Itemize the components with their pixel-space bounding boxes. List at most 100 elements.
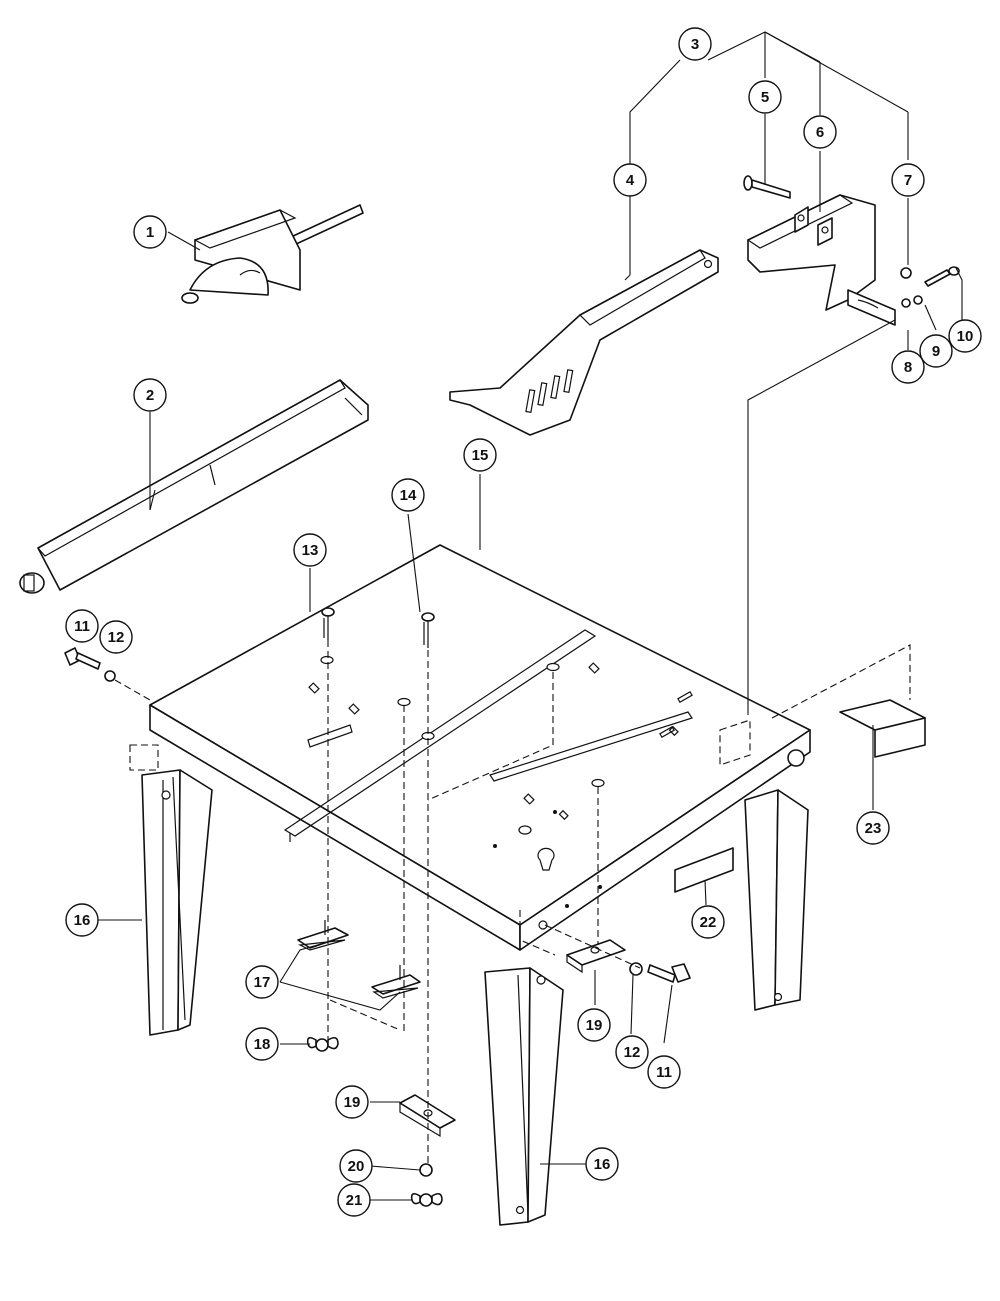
callout-number: 3 xyxy=(691,36,699,53)
callout-11-hex-bolt: 11 xyxy=(647,1055,681,1089)
callout-circle xyxy=(647,1055,681,1089)
guard-nut xyxy=(900,267,912,279)
callout-6-blade-guard: 6 xyxy=(803,115,837,149)
callout-number: 22 xyxy=(700,914,717,931)
wing-nut-21 xyxy=(410,1192,443,1207)
callout-circle xyxy=(391,478,425,512)
leader-lines xyxy=(98,31,963,1201)
callout-circle xyxy=(99,620,133,654)
callout-4-guard-arm: 4 xyxy=(613,163,647,197)
callout-circle xyxy=(133,215,167,249)
callout-number: 1 xyxy=(146,224,154,241)
callout-number: 11 xyxy=(656,1064,672,1081)
callout-circle xyxy=(339,1149,373,1183)
plate-23 xyxy=(839,699,926,758)
washer xyxy=(901,298,911,308)
clamp-upper xyxy=(297,920,349,951)
callout-number: 9 xyxy=(932,343,940,360)
callout-number: 10 xyxy=(957,328,974,345)
callout-circle xyxy=(463,438,497,472)
callout-1-miter-gauge: 1 xyxy=(133,215,167,249)
callout-circle xyxy=(585,1147,619,1181)
callout-number: 19 xyxy=(586,1017,603,1034)
callout-number: 6 xyxy=(816,124,824,141)
leg-right xyxy=(744,789,809,1011)
callout-19-bracket: 19 xyxy=(335,1085,369,1119)
callout-number: 19 xyxy=(344,1094,361,1111)
callout-circle xyxy=(891,163,925,197)
callout-5-guard-bolt: 5 xyxy=(748,80,782,114)
callout-20-washer: 20 xyxy=(339,1149,373,1183)
callout-labels: 1234567891011121314151617181920212223191… xyxy=(65,27,982,1217)
callout-number: 12 xyxy=(624,1044,641,1061)
callout-number: 16 xyxy=(594,1156,611,1173)
callout-number: 11 xyxy=(74,618,90,635)
assembly-dashes xyxy=(114,640,911,1165)
table-top xyxy=(149,544,811,951)
callout-circle xyxy=(678,27,712,61)
callout-12-washer: 12 xyxy=(99,620,133,654)
callout-number: 17 xyxy=(254,974,271,991)
callout-number: 7 xyxy=(904,172,912,189)
callout-circle xyxy=(748,80,782,114)
leg-front xyxy=(484,967,564,1226)
callout-circle xyxy=(577,1008,611,1042)
callout-7-guard-nut: 7 xyxy=(891,163,925,197)
callout-circle xyxy=(948,319,982,353)
callout-14-screw: 14 xyxy=(391,478,425,512)
callout-number: 18 xyxy=(254,1036,271,1053)
callout-circle xyxy=(335,1085,369,1119)
callout-circle xyxy=(65,609,99,643)
label-plate xyxy=(674,847,734,893)
callout-11-hex-bolt: 11 xyxy=(65,609,99,643)
callout-number: 8 xyxy=(904,359,912,376)
callout-number: 16 xyxy=(74,912,91,929)
callout-circle xyxy=(245,1027,279,1061)
hex-bolt-left xyxy=(64,647,101,670)
guard-screw xyxy=(924,266,960,287)
callout-13-screw: 13 xyxy=(293,533,327,567)
bracket-19-lower xyxy=(399,1094,456,1138)
callout-9-lock-washer: 9 xyxy=(919,334,953,368)
callout-12-washer: 12 xyxy=(615,1035,649,1069)
callout-number: 20 xyxy=(348,1158,365,1175)
washer-left xyxy=(104,670,116,682)
washer-right xyxy=(629,962,643,976)
hex-bolt-right xyxy=(647,963,691,983)
callout-number: 15 xyxy=(472,447,489,464)
callout-number: 12 xyxy=(108,629,125,646)
callout-16-leg: 16 xyxy=(65,903,99,937)
callout-23-plate: 23 xyxy=(856,811,890,845)
blade-guard xyxy=(746,194,896,326)
callout-17-clamp: 17 xyxy=(245,965,279,999)
callout-circle xyxy=(891,350,925,384)
callout-circle xyxy=(613,163,647,197)
wing-nut-18 xyxy=(306,1036,339,1052)
callout-number: 2 xyxy=(146,387,154,404)
callout-number: 21 xyxy=(346,1192,363,1209)
lock-washer xyxy=(913,295,923,305)
callout-number: 14 xyxy=(400,487,417,504)
miter-gauge xyxy=(181,204,364,304)
callout-10-guard-screw: 10 xyxy=(948,319,982,353)
clamp-lower xyxy=(371,965,421,999)
callout-number: 13 xyxy=(302,542,319,559)
callout-circle xyxy=(133,378,167,412)
callout-18-wing-nut: 18 xyxy=(245,1027,279,1061)
callout-16-leg: 16 xyxy=(585,1147,619,1181)
guard-arm xyxy=(449,249,719,436)
callout-3-guard-assembly: 3 xyxy=(678,27,712,61)
callout-circle xyxy=(615,1035,649,1069)
callout-22-label: 22 xyxy=(691,905,725,939)
callout-circle xyxy=(691,905,725,939)
callout-2-rip-fence: 2 xyxy=(133,378,167,412)
callout-circle xyxy=(65,903,99,937)
callout-circle xyxy=(803,115,837,149)
callout-19-bracket: 19 xyxy=(577,1008,611,1042)
bracket-19-right xyxy=(566,939,626,974)
callout-circle xyxy=(293,533,327,567)
callout-15-table: 15 xyxy=(463,438,497,472)
callout-number: 4 xyxy=(626,172,635,189)
callout-number: 5 xyxy=(761,89,769,106)
